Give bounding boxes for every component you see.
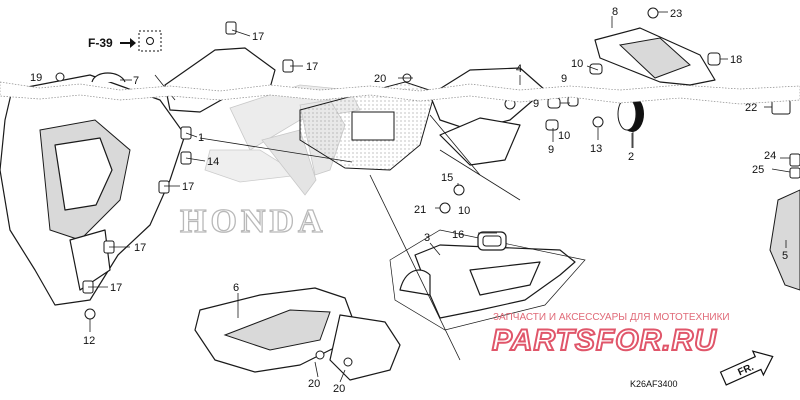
callout-22: 22 xyxy=(745,102,757,114)
part-6-splash-guard xyxy=(194,287,401,381)
callout-6: 6 xyxy=(233,282,239,294)
watermark-logo: PARTSFOR.RU xyxy=(492,324,717,357)
diagram-code: K26AF3400 xyxy=(630,379,678,389)
callout-20c: 20 xyxy=(333,383,345,395)
callout-10a: 10 xyxy=(571,58,583,70)
callout-24: 24 xyxy=(764,150,776,162)
callout-16: 16 xyxy=(452,229,464,241)
callout-18: 18 xyxy=(730,54,742,66)
callout-10c: 10 xyxy=(458,205,470,217)
callout-8: 8 xyxy=(612,6,618,18)
callout-2: 2 xyxy=(628,151,634,163)
reference-box xyxy=(138,30,162,52)
callout-7: 7 xyxy=(133,75,139,87)
callout-14: 14 xyxy=(207,156,219,168)
callout-4: 4 xyxy=(516,63,522,75)
reference-label: F-39 xyxy=(88,36,113,50)
part-16-clip xyxy=(477,231,507,251)
part-5-edge-piece xyxy=(769,189,800,291)
callout-19: 19 xyxy=(30,72,42,84)
callout-1: 1 xyxy=(198,132,204,144)
reference-f39: F-39 xyxy=(88,30,162,52)
forward-arrow: FR. xyxy=(719,350,774,386)
paper-tear-strip xyxy=(0,81,800,105)
callout-21: 21 xyxy=(414,204,426,216)
part-8-mount-plate xyxy=(594,27,716,86)
callout-20b: 20 xyxy=(308,378,320,390)
callout-25: 25 xyxy=(752,164,764,176)
callout-9a: 9 xyxy=(561,73,567,85)
callout-23: 23 xyxy=(670,8,682,20)
inner-fender-left xyxy=(0,74,186,306)
callout-10b: 10 xyxy=(558,130,570,142)
watermark: ЗАПЧАСТИ И АКСЕССУАРЫ ДЛЯ МОТОТЕХНИКИ PA… xyxy=(491,312,730,358)
fasteners xyxy=(55,7,800,367)
center-fender-panel xyxy=(299,81,436,171)
honda-wordmark: HONDA xyxy=(180,203,327,240)
part-3-frame-bracket xyxy=(389,229,586,331)
forward-arrow-icon xyxy=(719,350,774,386)
callouts: 1 2 3 4 5 6 7 8 9 9 9 10 10 10 12 13 14 … xyxy=(30,6,788,395)
callout-17a: 17 xyxy=(252,31,264,43)
callout-17e: 17 xyxy=(110,282,122,294)
reference-arrowhead-icon xyxy=(130,38,136,48)
callout-17b: 17 xyxy=(306,61,318,73)
reference-bolt-icon xyxy=(146,37,154,45)
part-4-side-cover xyxy=(429,67,546,166)
callout-15: 15 xyxy=(441,172,453,184)
callout-17c: 17 xyxy=(182,181,194,193)
callout-3: 3 xyxy=(424,232,430,244)
callout-5: 5 xyxy=(782,250,788,262)
callout-20a: 20 xyxy=(374,73,386,85)
part-2-reflector xyxy=(617,96,644,132)
callout-9b: 9 xyxy=(533,98,539,110)
leader-lines xyxy=(88,11,791,383)
callout-13: 13 xyxy=(590,143,602,155)
callout-9c: 9 xyxy=(548,144,554,156)
watermark-caption: ЗАПЧАСТИ И АКСЕССУАРЫ ДЛЯ МОТОТЕХНИКИ xyxy=(493,312,730,323)
callout-12: 12 xyxy=(83,335,95,347)
callout-17d: 17 xyxy=(134,242,146,254)
